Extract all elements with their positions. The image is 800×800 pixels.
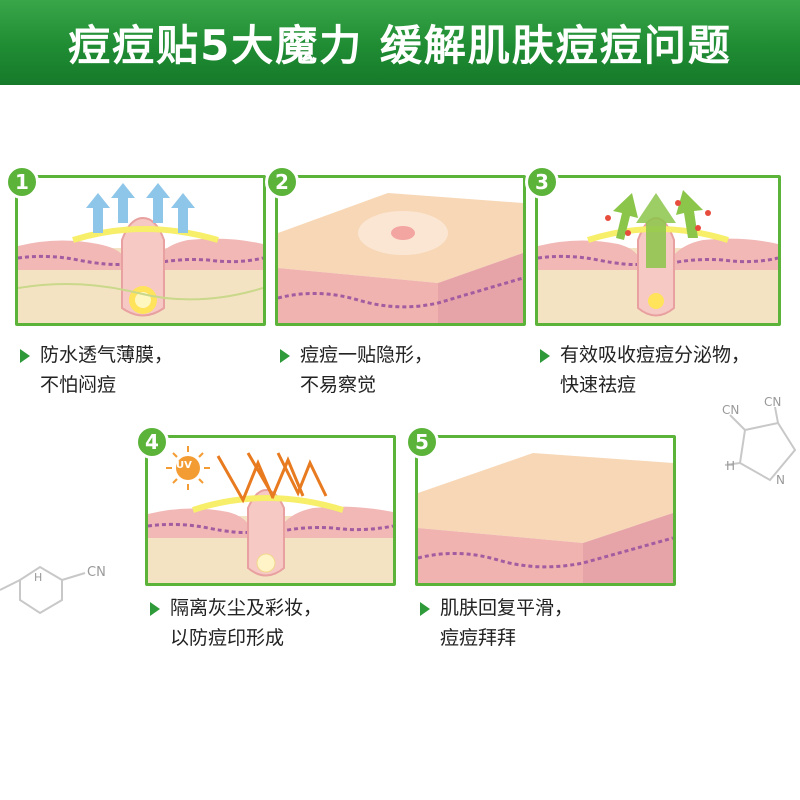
step-illustration-1	[15, 175, 266, 326]
skin-absorb-image	[538, 178, 778, 323]
step-number-2: 2	[265, 165, 299, 199]
pyrrole-structure-decoration: CN CN H N	[700, 395, 800, 505]
step-text-2: 痘痘一贴隐形， 不易察觉	[300, 344, 434, 396]
arrow-right-icon	[20, 349, 30, 363]
chem-h-label: H	[34, 571, 43, 584]
step-number-5: 5	[405, 425, 439, 459]
step-card-4: 4 UV 隔离灰尘及彩妆， 以防痘印形成	[135, 425, 400, 665]
step-text-5: 肌肤回复平滑， 痘痘拜拜	[440, 597, 574, 649]
step-card-2: 2 痘痘一贴隐形， 不易察觉	[265, 165, 535, 415]
step-illustration-2	[275, 175, 526, 326]
chemical-ring-icon	[0, 565, 86, 615]
chem-cn-label: CN	[764, 395, 782, 409]
arrow-right-icon	[540, 349, 550, 363]
step-number-1: 1	[5, 165, 39, 199]
chemical-ring-icon	[724, 406, 797, 482]
skin-patch-image	[278, 178, 523, 323]
arrow-right-icon	[420, 602, 430, 616]
step-card-3: 3 有效吸收痘痘分泌物， 快速祛痘	[525, 165, 800, 415]
step-number-3: 3	[525, 165, 559, 199]
page-title: 痘痘贴5大魔力 缓解肌肤痘痘问题	[68, 21, 732, 70]
step-caption-3: 有效吸收痘痘分泌物， 快速祛痘	[540, 340, 800, 400]
step-caption-5: 肌肤回复平滑， 痘痘拜拜	[420, 593, 680, 653]
chem-n-label: N	[776, 473, 785, 487]
step-illustration-5	[415, 435, 676, 586]
step-text-1: 防水透气薄膜， 不怕闷痘	[40, 344, 174, 396]
uv-label: UV	[176, 460, 192, 471]
step-text-4: 隔离灰尘及彩妆， 以防痘印形成	[170, 597, 323, 649]
benzonitrile-structure-decoration: H CN	[0, 535, 140, 615]
step-illustration-3	[535, 175, 781, 326]
step-text-3: 有效吸收痘痘分泌物， 快速祛痘	[560, 344, 751, 396]
step-caption-4: 隔离灰尘及彩妆， 以防痘印形成	[150, 593, 400, 653]
step-card-1: 1 防水透气薄膜， 不怕闷痘	[5, 165, 266, 415]
chem-h-label: H	[726, 459, 736, 473]
arrow-right-icon	[280, 349, 290, 363]
arrow-right-icon	[150, 602, 160, 616]
skin-uv-image	[148, 438, 393, 583]
header-banner: 痘痘贴5大魔力 缓解肌肤痘痘问题	[0, 0, 800, 85]
chem-cn-label: CN	[87, 565, 106, 580]
step-illustration-4: UV	[145, 435, 396, 586]
step-caption-1: 防水透气薄膜， 不怕闷痘	[20, 340, 265, 400]
chem-cn-label: CN	[722, 403, 740, 417]
skin-smooth-image	[418, 438, 673, 583]
step-number-4: 4	[135, 425, 169, 459]
step-card-5: 5 肌肤回复平滑， 痘痘拜拜	[405, 425, 680, 665]
step-caption-2: 痘痘一贴隐形， 不易察觉	[280, 340, 535, 400]
skin-cross-section-image	[18, 178, 263, 323]
